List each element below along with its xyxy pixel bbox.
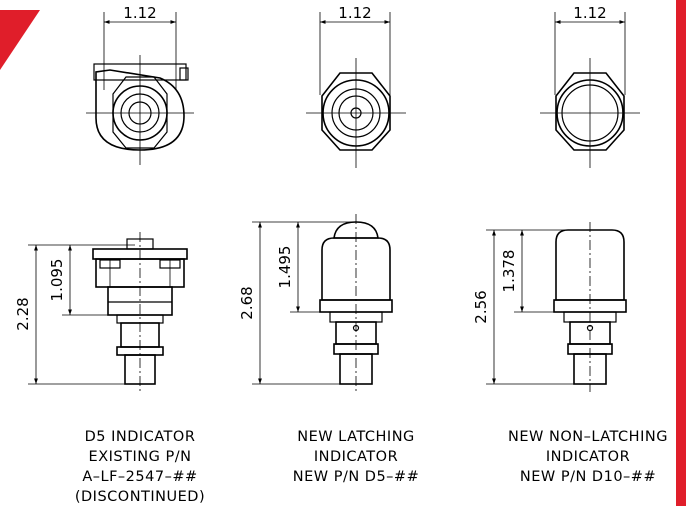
- caption-non-latching-line: INDICATOR: [546, 449, 630, 465]
- side-dim-latching-upper: 1.495: [276, 246, 294, 289]
- caption-non-latching-line: NEW P/N D10–##: [520, 469, 656, 485]
- top-view-latching: [306, 12, 406, 168]
- top-dim-latching: 1.12: [338, 4, 371, 22]
- caption-d5-line: (DISCONTINUED): [75, 489, 205, 505]
- side-view-latching: [252, 214, 393, 392]
- caption-non-latching-line: NEW NON–LATCHING: [508, 429, 668, 445]
- side-dim-non-latching-upper: 1.378: [500, 250, 518, 293]
- caption-d5-line: A–LF–2547–##: [82, 469, 197, 485]
- side-dim-d5-overall: 2.28: [14, 297, 32, 330]
- side-dim-non-latching-overall: 2.56: [472, 290, 490, 323]
- caption-latching-line: INDICATOR: [314, 449, 398, 465]
- caption-non-latching: NEW NON–LATCHING INDICATOR NEW P/N D10–#…: [508, 429, 668, 485]
- caption-d5-line: EXISTING P/N: [89, 449, 192, 465]
- top-view-d5: [86, 12, 194, 165]
- side-view-d5: [28, 232, 188, 392]
- red-right-border: [676, 0, 686, 506]
- side-dim-latching-overall: 2.68: [238, 286, 256, 319]
- red-corner-accent: [0, 10, 40, 70]
- side-view-non-latching: [486, 222, 627, 392]
- side-dim-d5-upper: 1.095: [48, 259, 66, 302]
- caption-latching-line: NEW LATCHING: [297, 429, 415, 445]
- top-dim-non-latching: 1.12: [573, 4, 606, 22]
- top-dim-d5: 1.12: [123, 4, 156, 22]
- caption-d5: D5 INDICATOR EXISTING P/N A–LF–2547–## (…: [75, 429, 205, 505]
- caption-latching: NEW LATCHING INDICATOR NEW P/N D5–##: [293, 429, 419, 485]
- caption-latching-line: NEW P/N D5–##: [293, 469, 419, 485]
- caption-d5-line: D5 INDICATOR: [85, 429, 196, 445]
- top-view-non-latching: [540, 12, 640, 168]
